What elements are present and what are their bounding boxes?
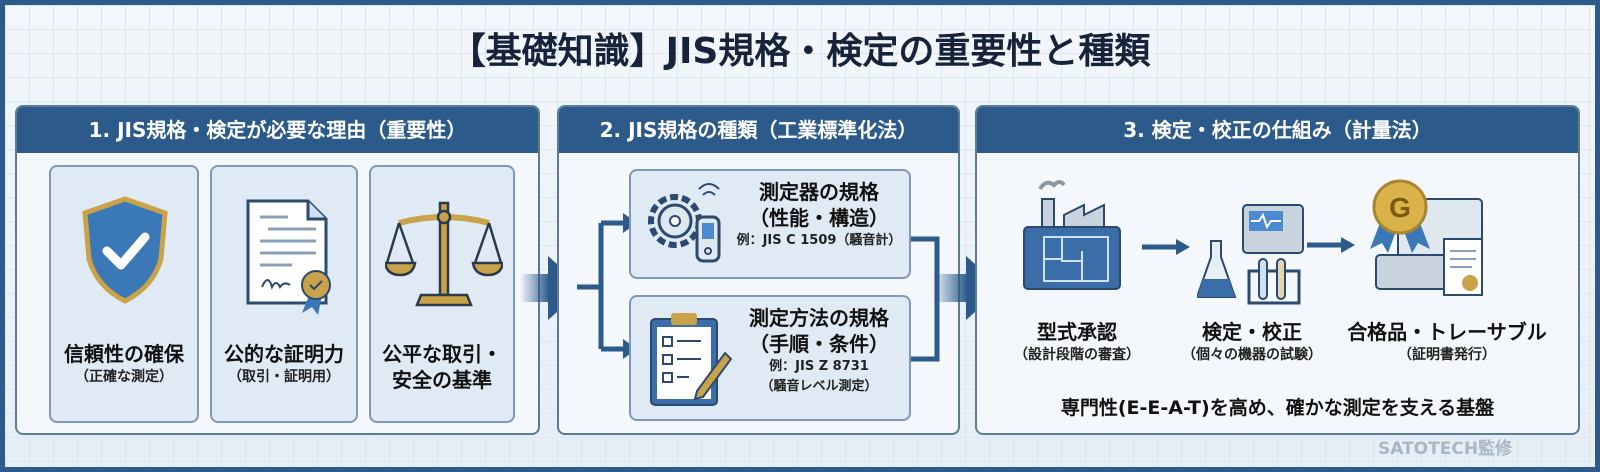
flow-arrow-shaft [520,274,550,302]
card-title: 信頼性の確保 [64,342,184,366]
gear-meter-icon [648,183,721,263]
card-subtitle: （正確な測定） [75,369,173,385]
panel-footer: 専門性(E-E-A-T)を高め、確かな測定を支える基盤 [1060,397,1495,419]
step-subtitle: （設計段階の審査） [1014,347,1140,363]
step-arrow-icon [1142,239,1190,255]
panel-importance: 1. JIS規格・検定が必要な理由（重要性） 信頼性の確保 （正確な測定） 公的… [15,105,540,435]
shield-check-icon [82,196,168,304]
step-subtitle: （個々の機器の試験） [1182,347,1322,363]
step-subtitle: （証明書発行） [1398,347,1496,363]
page-title: 【基礎知識】JIS規格・検定の重要性と種類 [449,31,1151,72]
card-method-standard: 測定方法の規格 （手順・条件） 例：JIS Z 8731 （騒音レベル測定） [629,295,911,421]
step-arrow-icon [1307,237,1355,253]
card-title: 公平な取引・ [382,342,502,366]
scales-icon [385,201,503,307]
panel-header: 2. JIS規格の種類（工業標準化法） [559,107,958,153]
card-title: 測定器の規格 [759,180,879,204]
panel-header: 3. 検定・校正の仕組み（計量法） [977,107,1578,153]
step-title: 検定・校正 [1202,320,1302,344]
certificate-icon [246,199,331,315]
panel-verification: 3. 検定・校正の仕組み（計量法） G 型式承認 （設計段階の審査） 検定・校正… [975,105,1580,435]
panel-types: 2. JIS規格の種類（工業標準化法） 測定器の規格 （性能・構造） 例：JIS… [557,105,960,435]
card-reliability: 信頼性の確保 （正確な測定） [49,165,199,423]
card-fair-trade: 公平な取引・ 安全の基準 [369,165,515,423]
card-subtitle: （取引・証明用） [228,369,340,385]
watermark: SATOTECH監修 [1378,439,1513,459]
card-official-proof: 公的な証明力 （取引・証明用） [210,165,358,423]
card-subtitle: （性能・構造） [749,206,889,230]
step-title: 合格品・トレーサブル [1347,320,1547,344]
lab-equipment-icon [1197,204,1304,305]
card-example: 例：JIS Z 8731 [769,359,869,374]
panel-header: 1. JIS規格・検定が必要な理由（重要性） [17,107,538,153]
card-subtitle: （手順・条件） [749,332,889,356]
award-certificate-icon: G [1370,179,1483,296]
card-title: 測定方法の規格 [749,306,889,330]
card-title-line2: 安全の基準 [392,368,492,392]
step-traceable: 合格品・トレーサブル （証明書発行） [1337,319,1557,365]
clipboard-icon [650,313,733,406]
step-type-approval: 型式承認 （設計段階の審査） [997,319,1157,365]
flow-arrow-shaft [932,274,968,302]
card-instrument-standard: 測定器の規格 （性能・構造） 例：JIS C 1509（騒音計） [629,169,911,279]
step-verification: 検定・校正 （個々の機器の試験） [1167,319,1337,365]
factory-blueprint-icon [1023,180,1121,290]
step-title: 型式承認 [1037,320,1117,344]
svg-text:G: G [1389,192,1411,223]
card-title: 公的な証明力 [224,342,344,366]
card-example-line2: （騒音レベル測定） [760,379,878,394]
card-example: 例：JIS C 1509（騒音計） [736,233,902,248]
